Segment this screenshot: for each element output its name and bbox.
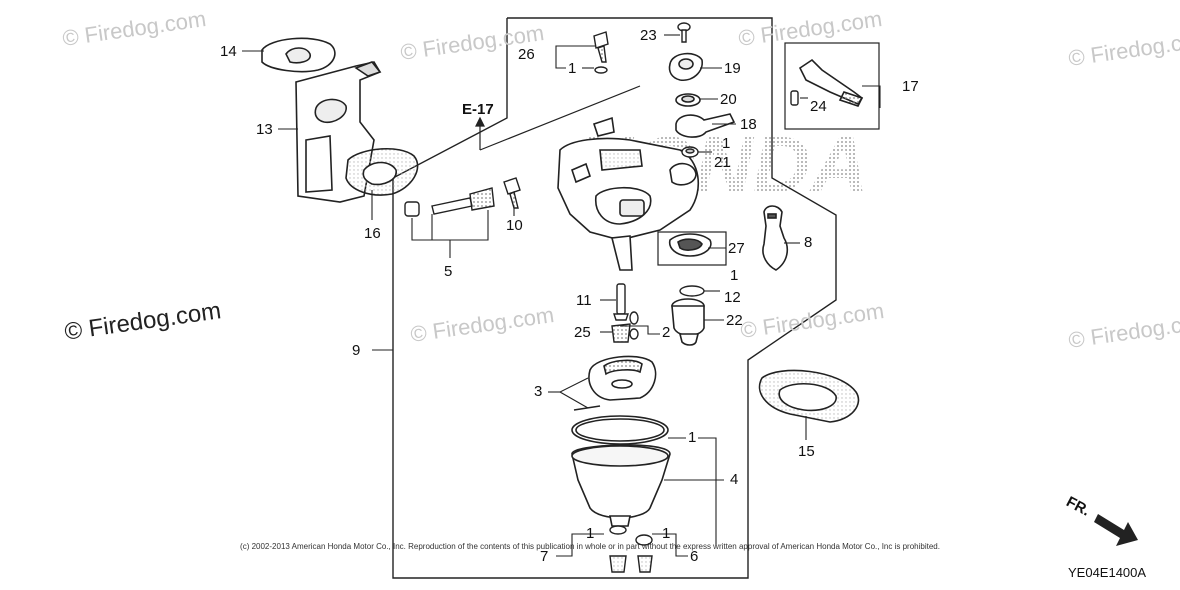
screw-23 [677, 22, 691, 43]
part-label-27[interactable]: 27 [728, 240, 745, 257]
part-label-3[interactable]: 3 [534, 383, 543, 400]
copyright-notice: (c) 2002-2013 American Honda Motor Co., … [240, 542, 940, 551]
bowl-gasket-1 [571, 415, 669, 445]
diagram-code: YE04E1400A [1068, 565, 1147, 580]
part-label-19[interactable]: 19 [724, 60, 741, 77]
leader-lines [242, 34, 881, 557]
part-label-7[interactable]: 7 [540, 548, 549, 565]
part-label-17[interactable]: 17 [902, 78, 919, 95]
e17-reference-arrow [475, 85, 641, 151]
part-label-1[interactable]: 1 [586, 525, 595, 542]
part-label-4[interactable]: 4 [730, 471, 739, 488]
part-label-21[interactable]: 21 [714, 154, 731, 171]
pin-24 [790, 90, 799, 106]
part-label-2[interactable]: 2 [662, 324, 671, 341]
jet-2 [629, 311, 639, 340]
part-label-1[interactable]: 1 [730, 267, 739, 284]
float-bowl-4 [571, 444, 671, 527]
part-label-12[interactable]: 12 [724, 289, 741, 306]
part-label-26[interactable]: 26 [518, 46, 535, 63]
gasket-16 [345, 147, 419, 196]
section-reference[interactable]: E-17 [462, 101, 494, 118]
part-label-20[interactable]: 20 [720, 91, 737, 108]
pilot-screw-set-5 [404, 187, 495, 217]
part-label-14[interactable]: 14 [220, 43, 237, 60]
screw-10 [503, 177, 521, 209]
part-label-15[interactable]: 15 [798, 443, 815, 460]
drain-bolt-6 [635, 534, 653, 573]
part-label-25[interactable]: 25 [574, 324, 591, 341]
part-label-23[interactable]: 23 [640, 27, 657, 44]
main-jet-25 [611, 323, 631, 343]
part-label-10[interactable]: 10 [506, 217, 523, 234]
part-label-1[interactable]: 1 [722, 135, 731, 152]
front-direction-arrow [1094, 514, 1138, 546]
part-label-8[interactable]: 8 [804, 234, 813, 251]
part-label-5[interactable]: 5 [444, 263, 453, 280]
gasket-15 [758, 369, 860, 423]
washer-21 [681, 146, 699, 158]
gasket-27 [668, 233, 712, 257]
gasket-14 [261, 37, 336, 73]
part-label-24[interactable]: 24 [810, 98, 827, 115]
part-label-11[interactable]: 11 [576, 292, 592, 309]
nozzle-11 [613, 283, 629, 321]
washer-12 [679, 285, 705, 297]
screw-26 [593, 31, 609, 74]
choke-lever-17 [798, 58, 864, 107]
part-label-18[interactable]: 18 [740, 116, 757, 133]
carburetor-body [557, 116, 699, 271]
part-label-9[interactable]: 9 [352, 342, 361, 359]
main-assembly-box [392, 17, 837, 579]
cap-19 [668, 52, 703, 82]
lever-18 [675, 113, 736, 138]
part-label-1[interactable]: 1 [688, 429, 697, 446]
jet-holder-8 [762, 205, 789, 271]
ring-20 [675, 93, 701, 107]
drain-washer-1 [609, 525, 627, 535]
fuel-cut-solenoid-22 [671, 298, 705, 346]
float-3 [573, 355, 657, 411]
part-label-16[interactable]: 16 [364, 225, 381, 242]
part-label-1[interactable]: 1 [568, 60, 577, 77]
part-label-1[interactable]: 1 [662, 525, 671, 542]
drain-screw-7 [609, 555, 627, 573]
part-label-6[interactable]: 6 [690, 548, 699, 565]
part-label-22[interactable]: 22 [726, 312, 743, 329]
part-label-13[interactable]: 13 [256, 121, 273, 138]
